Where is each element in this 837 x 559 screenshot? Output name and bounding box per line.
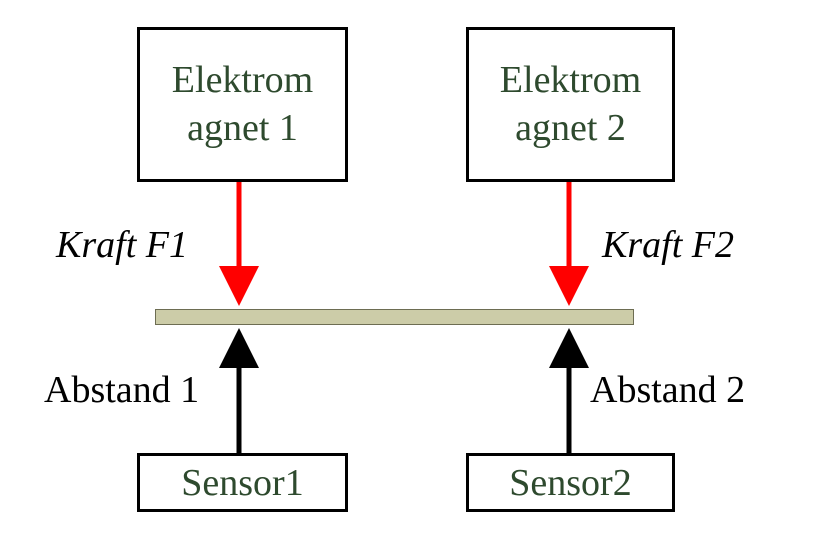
distance-label-2: Abstand 2	[590, 369, 746, 411]
electromagnet-2-label-line2: agnet 2	[515, 106, 626, 149]
distance-label-1: Abstand 1	[44, 369, 200, 411]
sensor-1-label: Sensor1	[181, 461, 304, 504]
sensor-1-box: Sensor1	[137, 453, 348, 512]
sensor-2-box: Sensor2	[466, 453, 675, 512]
electromagnet-2-label-line1: Elektrom	[499, 59, 642, 102]
electromagnet-1-label-line1: Elektrom	[171, 59, 314, 102]
beam	[155, 309, 634, 325]
electromagnet-1-label-line2: agnet 1	[187, 106, 298, 149]
sensor-2-label: Sensor2	[509, 461, 632, 504]
force-label-2: Kraft F2	[602, 224, 734, 266]
force-label-1: Kraft F1	[56, 224, 188, 266]
electromagnet-1-box: Elektrom agnet 1	[137, 27, 348, 182]
electromagnet-2-box: Elektrom agnet 2	[466, 27, 675, 182]
